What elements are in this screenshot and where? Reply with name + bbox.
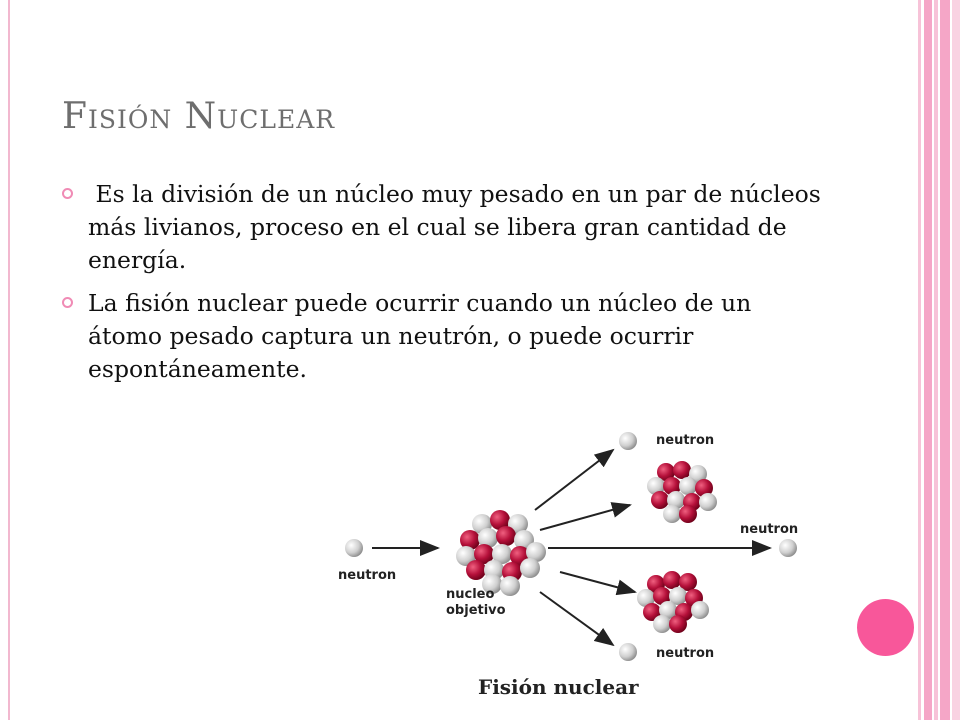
arrow-to-bottom-neutron [539,591,615,647]
middle-neutron-particle [779,539,797,557]
arrow-to-top-neutron [534,448,615,511]
label-target-line1: nucleo [446,587,494,602]
arrows [372,448,772,647]
decorative-pink-circle [857,599,914,656]
label-target-line2: objetivo [446,603,506,618]
right-stripe-5 [952,0,960,720]
bottom-neutron-particle [619,643,637,661]
label-bottom-neutron: neutron [656,646,714,661]
bullet-list: Es la división de un núcleo muy pesado e… [62,178,822,396]
label-top-neutron: neutron [656,433,714,448]
bullet-item: La fisión nuclear puede ocurrir cuando u… [62,287,822,386]
right-stripe-4 [940,0,950,720]
top-fragment [647,461,717,523]
diagram-caption: Fisión nuclear [478,675,639,699]
fission-diagram: neutron nucleo objetivo neutron [338,432,798,699]
target-nucleus [456,510,546,596]
bullet-text: Es la división de un núcleo muy pesado e… [88,180,829,274]
right-stripe-1 [918,0,921,720]
arrow-to-top-fragment [539,502,632,531]
slide-title: Fisión Nuclear [62,96,336,137]
right-stripe-2 [924,0,932,720]
bullet-text: La fisión nuclear puede ocurrir cuando u… [88,289,752,383]
right-stripe-3 [934,0,938,720]
label-middle-neutron: neutron [740,522,798,537]
arrow-to-bottom-fragment [559,571,637,596]
bottom-fragment [637,571,709,633]
incoming-neutron-particle [345,539,363,557]
top-neutron-particle [619,432,637,450]
bullet-ring-icon [62,188,73,199]
bullet-item: Es la división de un núcleo muy pesado e… [62,178,822,277]
label-incoming-neutron: neutron [338,568,396,583]
left-frame-line [8,0,10,720]
bullet-ring-icon [62,297,73,308]
